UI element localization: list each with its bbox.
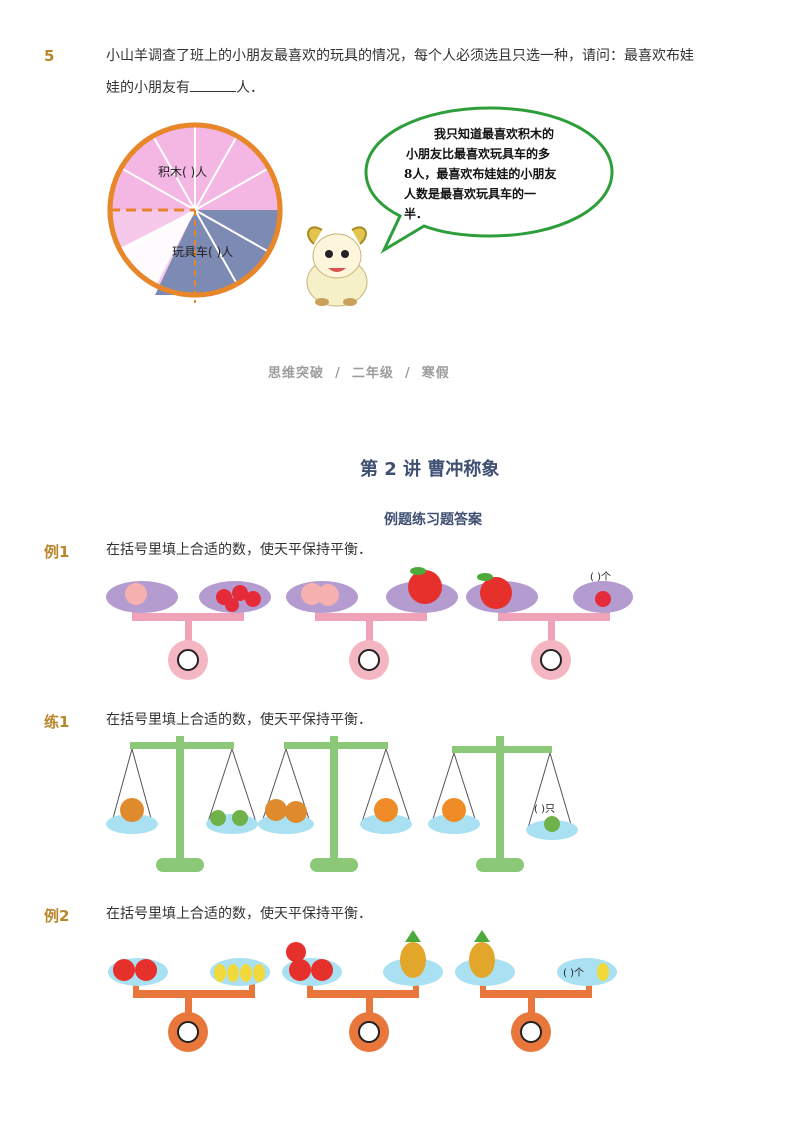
example1-tag: 例1 [44,543,70,561]
balance-2-3 [455,930,617,1052]
car-label: 玩具车( )人 [172,244,233,259]
question-text: 小山羊调查了班上的小朋友最喜欢的玩具的情况，每个人必须选且只选一种，请问：最喜欢… [106,40,766,104]
speech-bubble [364,106,614,254]
practice1-tag: 练1 [44,713,70,731]
turtle-icon [210,810,226,826]
practice1-text: 在括号里填上合适的数，使天平保持平衡． [106,712,372,728]
bubble-text: 我只知道最喜欢积木的 小朋友比最喜欢玩具车的多 8人，最喜欢布娃娃的小朋友 人数… [404,127,557,221]
practice1-balances: ( )只 [106,736,578,872]
balance-1 [106,581,271,680]
section-subtitle: 例题练习题答案 [384,512,482,528]
practice1-answer-blank[interactable]: ( )只 [534,804,555,815]
peach-icon [125,583,147,605]
balance-2-2 [282,930,443,1052]
example2-balances: ( )个 [108,930,617,1052]
scale-2 [258,736,412,872]
scale-1 [106,736,258,872]
balance-2 [286,567,458,680]
example2-answer-blank[interactable]: ( )个 [563,967,584,979]
example1-answer-blank[interactable]: ( )个 [590,571,611,583]
example2-text: 在括号里填上合适的数，使天平保持平衡． [106,906,372,922]
page-footer: 思维突破 / 二年级 / 寒假 [268,366,450,381]
balance-3 [466,573,633,680]
example1-text: 在括号里填上合适的数，使天平保持平衡． [106,542,372,558]
example2-tag: 例2 [44,907,70,925]
lecture-title: 第 2 讲 曹冲称象 [360,459,500,480]
goat-character-illustration [306,226,368,307]
answer-blank[interactable] [190,77,236,92]
balance-2-1 [108,958,270,1052]
pear-icon [214,964,226,982]
toy-pie-chart: 积木( )人 玩具车( )人 [107,122,283,303]
blocks-label: 积木( )人 [158,165,207,179]
question-line-1: 小山羊调查了班上的小朋友最喜欢的玩具的情况，每个人必须选且只选一种，请问：最喜欢… [106,48,694,64]
scale-3 [428,736,578,872]
rooster-icon [120,798,144,822]
apple-icon [408,570,442,604]
question-number: 5 [44,47,55,65]
example1-balances: ( )个 [106,567,633,680]
question-line-2: 娃的小朋友有人． [106,72,766,104]
fox-icon [374,798,398,822]
pineapple-icon [400,942,426,978]
